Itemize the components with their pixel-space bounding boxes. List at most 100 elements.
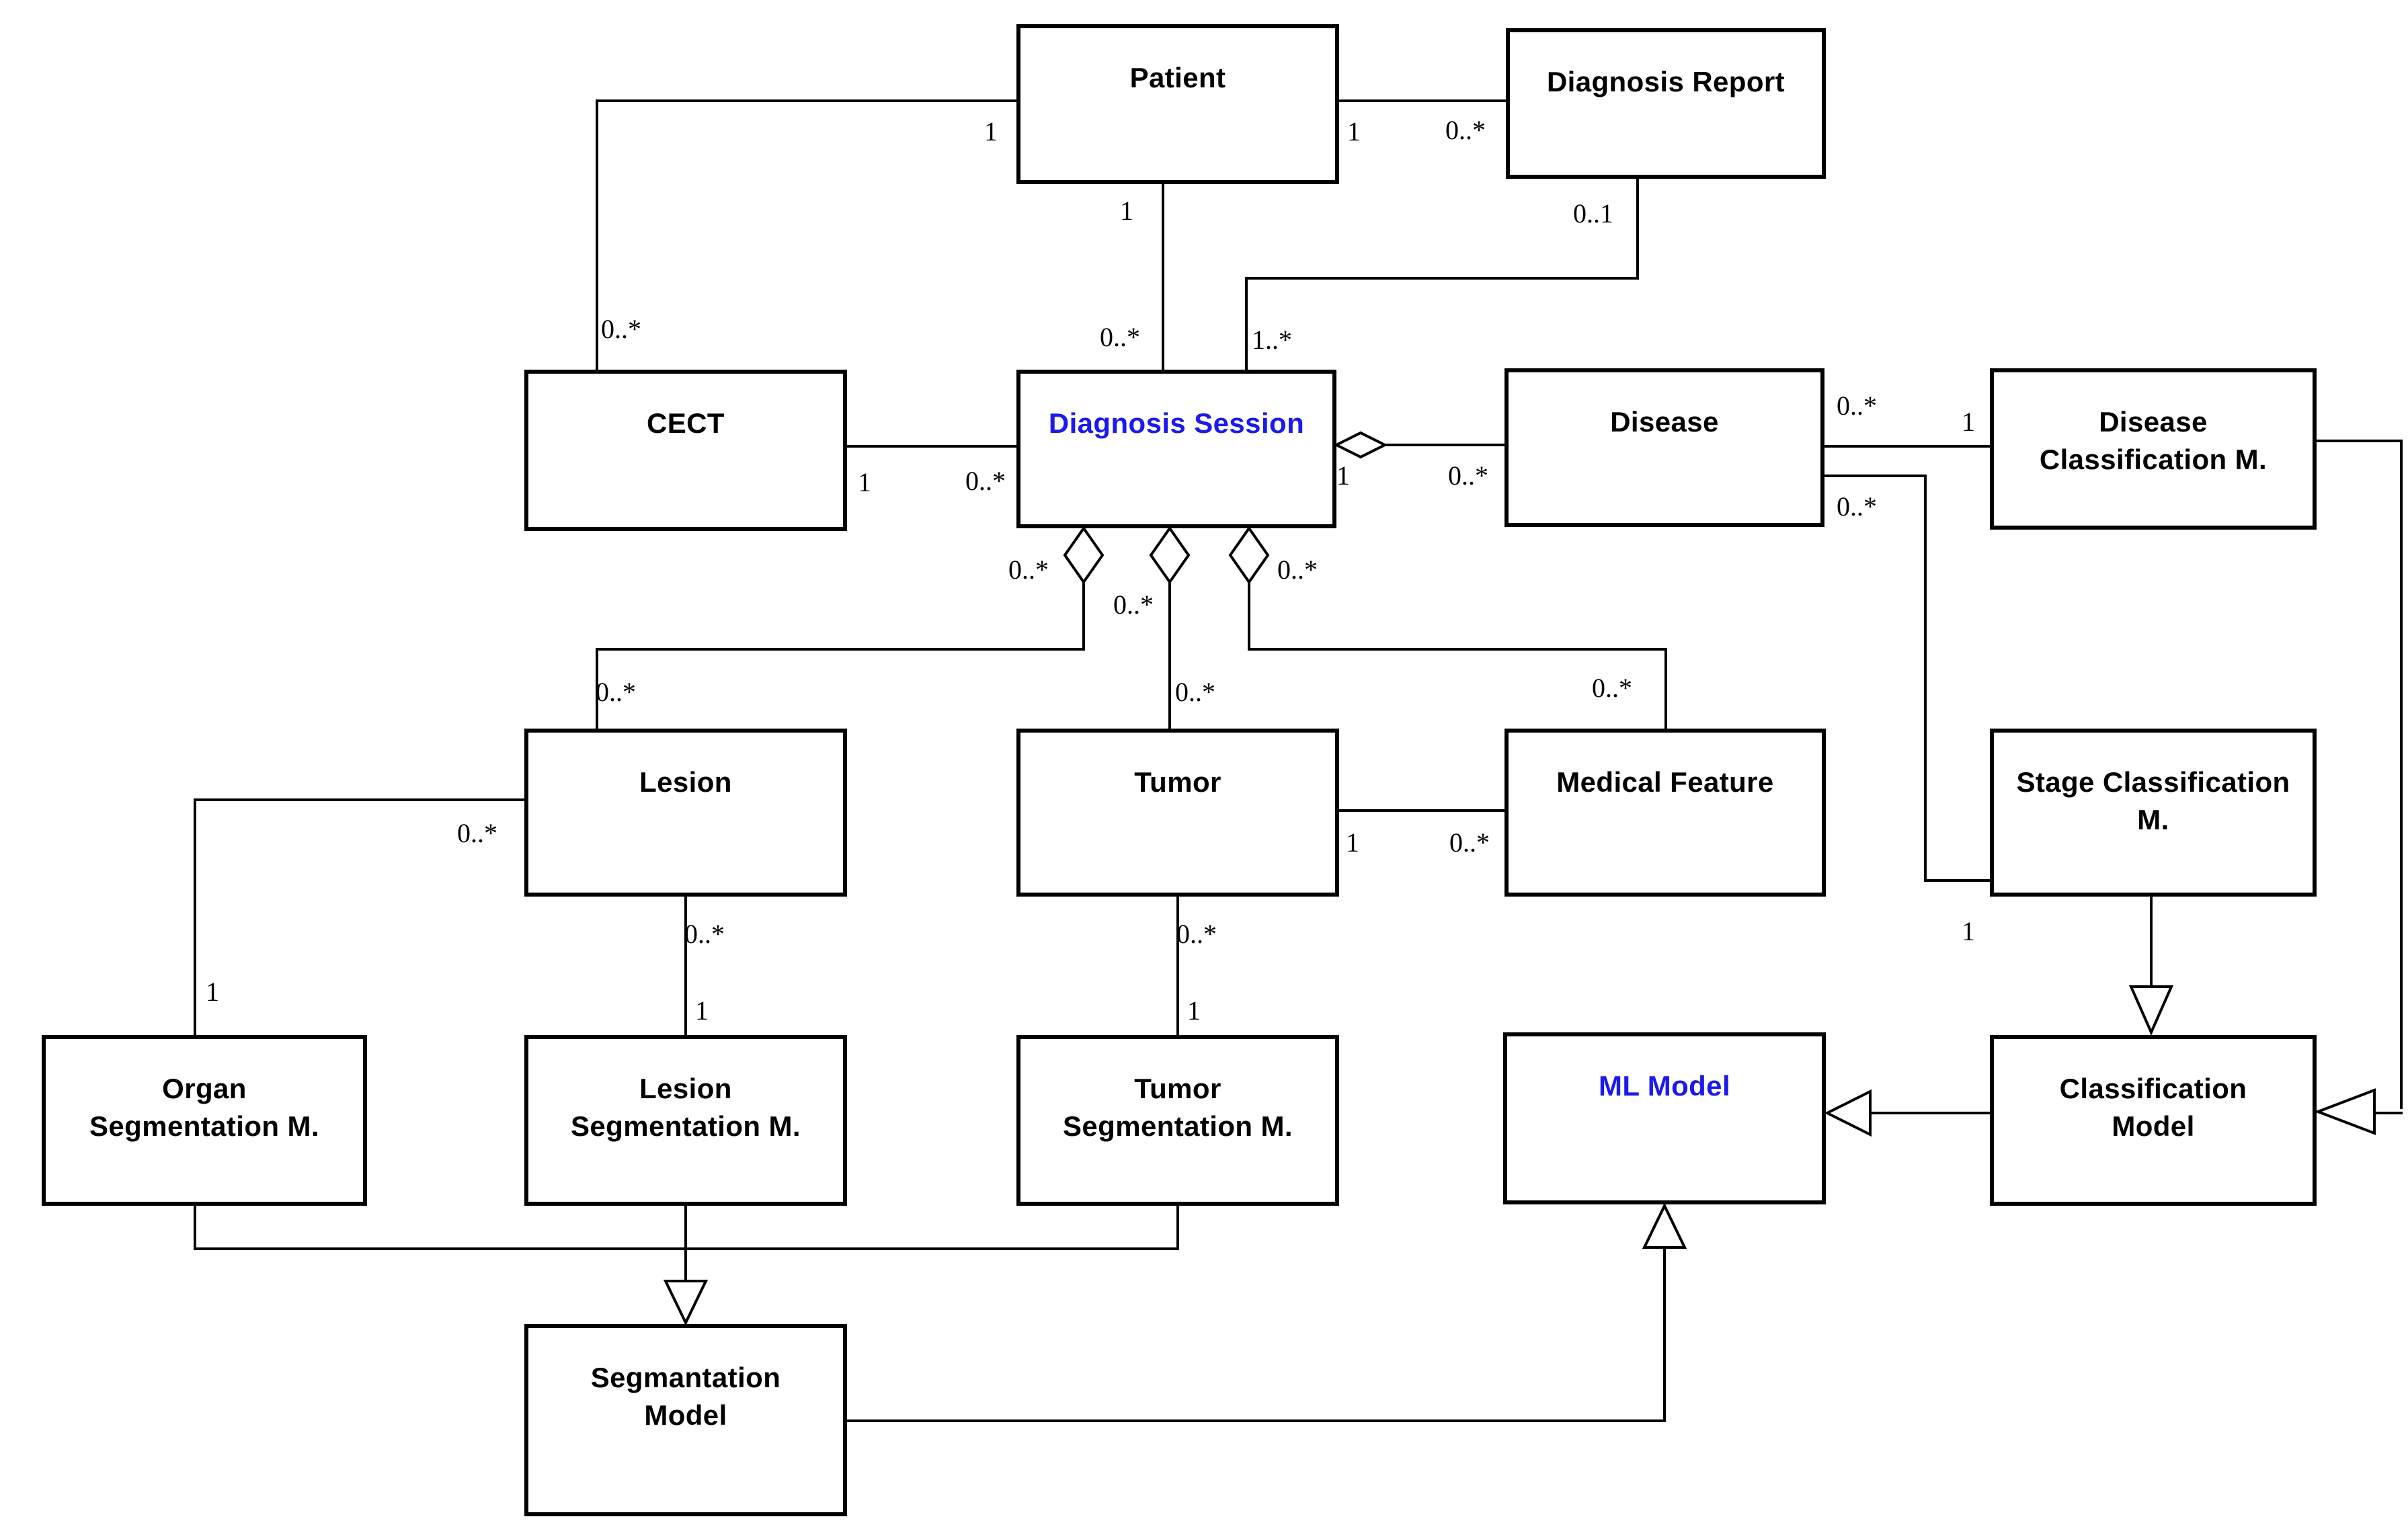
- class-name-organ-segmentation-m: Organ Segmentation M.: [89, 1074, 319, 1143]
- aggregation-diamond-session-tumor: [1149, 526, 1191, 585]
- edge-session-lesion: [596, 648, 598, 729]
- multiplicity-label: 1: [1962, 917, 1975, 947]
- multiplicity-label: 0..*: [1176, 920, 1217, 950]
- class-diagnosis-report[interactable]: Diagnosis Report: [1506, 28, 1826, 179]
- multiplicity-label: 0..*: [684, 920, 725, 950]
- class-organ-segmentation-m[interactable]: Organ Segmentation M.: [42, 1035, 367, 1206]
- class-disease-classification-m[interactable]: Disease Classification M.: [1990, 368, 2317, 530]
- class-lesion[interactable]: Lesion: [524, 729, 847, 897]
- multiplicity-label: 0..*: [596, 678, 636, 708]
- edge-session-lesion: [1082, 582, 1085, 649]
- generalization-arrow-segs-segmodel: [663, 1280, 709, 1326]
- multiplicity-label: 1: [1347, 118, 1361, 147]
- edge-classmodel-mlmodel: [1870, 1112, 1991, 1114]
- multiplicity-label: 0..*: [601, 315, 641, 345]
- multiplicity-label: 0..*: [1113, 591, 1154, 620]
- class-name-diagnosis-report: Diagnosis Report: [1546, 67, 1785, 98]
- multiplicity-label: 1: [206, 978, 219, 1007]
- class-tumor[interactable]: Tumor: [1016, 729, 1339, 897]
- multiplicity-label: 0..*: [1277, 556, 1318, 585]
- multiplicity-label: 1..*: [1252, 326, 1292, 356]
- class-name-stage-classification-m: Stage Classification M.: [2016, 768, 2290, 837]
- class-diagnosis-session[interactable]: Diagnosis Session: [1016, 370, 1336, 528]
- edge-segs-segmodel: [684, 1206, 687, 1250]
- class-name-lesion: Lesion: [639, 768, 732, 798]
- edge-disease-stagecm: [1924, 879, 1990, 882]
- class-segmantation-model[interactable]: Segmantation Model: [524, 1324, 847, 1516]
- multiplicity-label: 1: [984, 118, 998, 147]
- multiplicity-label: 0..*: [1175, 678, 1215, 708]
- class-lesion-segmentation-m[interactable]: Lesion Segmentation M.: [524, 1035, 847, 1206]
- multiplicity-label: 0..*: [1592, 674, 1632, 704]
- class-name-patient: Patient: [1129, 63, 1226, 94]
- edge-disease-stagecm: [1824, 475, 1927, 477]
- class-cect[interactable]: CECT: [524, 370, 847, 531]
- generalization-arrow-diseasecm-classmodel: [2314, 1088, 2376, 1135]
- edge-session-medfeature: [1248, 582, 1250, 649]
- class-name-disease: Disease: [1610, 407, 1719, 438]
- multiplicity-label: 1: [1336, 462, 1350, 491]
- multiplicity-label: 0..1: [1573, 200, 1613, 229]
- edge-segs-segmodel: [1176, 1206, 1179, 1250]
- edge-lesion-lesionseg: [684, 897, 687, 1035]
- multiplicity-label: 0..*: [1449, 829, 1490, 858]
- generalization-arrow-segmodel-mlmodel: [1642, 1202, 1687, 1249]
- multiplicity-label: 1: [1120, 197, 1133, 227]
- edge-segs-segmodel: [684, 1247, 687, 1282]
- edge-tumor-tumorseg: [1176, 897, 1179, 1035]
- class-disease[interactable]: Disease: [1504, 368, 1824, 527]
- edge-diseasecm-classmodel: [2317, 440, 2403, 442]
- edge-session-disease: [1385, 444, 1504, 446]
- edge-patient-session: [1162, 184, 1164, 370]
- multiplicity-label: 0..*: [1837, 392, 1877, 421]
- multiplicity-label: 1: [1187, 997, 1201, 1026]
- class-stage-classification-m[interactable]: Stage Classification M.: [1990, 729, 2317, 897]
- multiplicity-label: 1: [1962, 408, 1975, 438]
- edge-tumor-medfeature: [1339, 809, 1504, 812]
- edge-disease-stagecm: [1924, 475, 1927, 882]
- edge-report-session: [1245, 277, 1248, 371]
- edge-patient-cect: [597, 99, 1019, 102]
- multiplicity-label: 0..*: [965, 467, 1006, 497]
- edge-session-tumor: [1168, 582, 1171, 729]
- edge-patient-cect: [596, 99, 598, 371]
- class-name-classification-model: Classification Model: [2059, 1074, 2247, 1143]
- edge-segmodel-mlmodel: [1663, 1249, 1666, 1422]
- multiplicity-label: 0..*: [1445, 116, 1486, 146]
- multiplicity-label: 0..*: [1448, 462, 1488, 491]
- class-name-cect: CECT: [647, 409, 725, 440]
- edge-report-session: [1636, 179, 1639, 280]
- class-name-tumor: Tumor: [1134, 768, 1221, 798]
- edge-session-medfeature: [1248, 648, 1667, 651]
- class-name-diagnosis-session: Diagnosis Session: [1048, 409, 1305, 440]
- class-tumor-segmentation-m[interactable]: Tumor Segmentation M.: [1016, 1035, 1339, 1206]
- edge-session-lesion: [596, 648, 1085, 651]
- aggregation-diamond-session-lesion: [1063, 526, 1105, 585]
- class-classification-model[interactable]: Classification Model: [1990, 1035, 2317, 1206]
- edge-segs-segmodel: [194, 1206, 196, 1250]
- edge-session-medfeature: [1664, 648, 1667, 729]
- aggregation-diamond-session-medfeature: [1228, 526, 1270, 585]
- edge-lesion-organseg: [194, 798, 527, 801]
- multiplicity-label: 1: [695, 997, 709, 1026]
- multiplicity-label: 1: [1346, 829, 1359, 858]
- edge-lesion-organseg: [194, 798, 196, 1035]
- multiplicity-label: 0..*: [1008, 556, 1049, 585]
- edge-diseasecm-classmodel: [2400, 440, 2403, 1109]
- edge-disease-diseasecm: [1824, 445, 1990, 448]
- class-ml-model[interactable]: ML Model: [1503, 1032, 1826, 1204]
- class-patient[interactable]: Patient: [1016, 24, 1339, 184]
- generalization-arrow-stagecm-classmodel: [2128, 985, 2174, 1036]
- edge-report-session: [1245, 277, 1639, 280]
- aggregation-diamond-session-disease: [1333, 431, 1388, 459]
- multiplicity-label: 0..*: [1837, 493, 1877, 522]
- multiplicity-label: 1: [858, 468, 871, 498]
- class-name-segmantation-model: Segmantation Model: [590, 1363, 781, 1432]
- generalization-arrow-classmodel-mlmodel: [1824, 1089, 1872, 1137]
- multiplicity-label: 0..*: [457, 819, 497, 849]
- multiplicity-label: 0..*: [1100, 323, 1140, 353]
- class-name-lesion-segmentation-m: Lesion Segmentation M.: [570, 1074, 801, 1143]
- class-medical-feature[interactable]: Medical Feature: [1504, 729, 1826, 897]
